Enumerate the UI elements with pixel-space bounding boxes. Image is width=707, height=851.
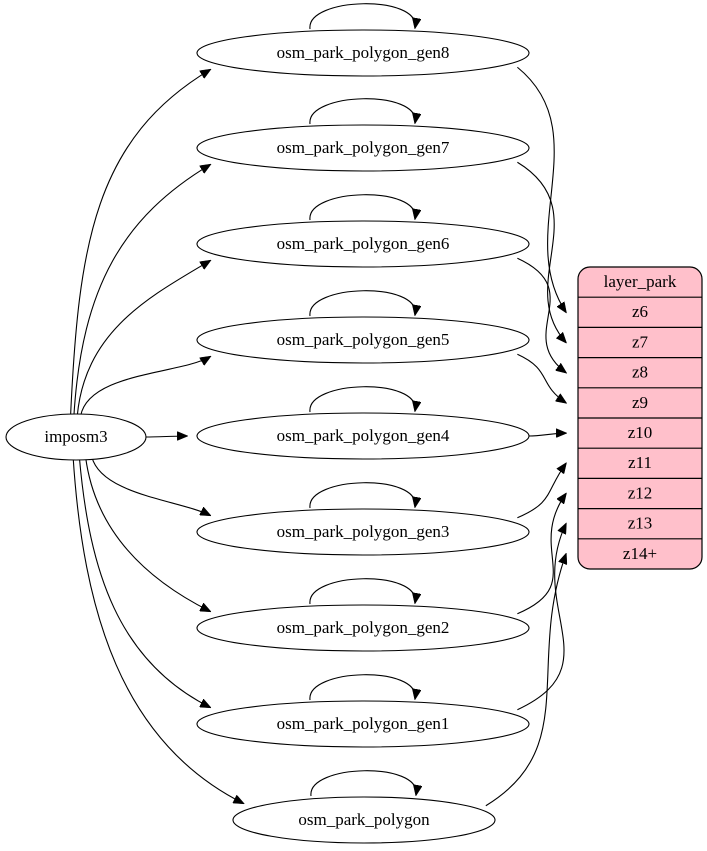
table-row-z13[interactable]: z13 [628,514,653,533]
node-osm-park-polygon-gen3[interactable]: osm_park_polygon_gen3 [196,508,530,556]
node-group-ellipses: osm_park_polygon_gen8 osm_park_polygon_ge… [5,29,530,844]
edge-node-3-to-z9 [517,353,566,403]
node-imposm3-shape [5,413,147,461]
node-osm-park-polygon-gen7-label: osm_park_polygon_gen7 [277,138,450,157]
node-osm-park-polygon-gen2-label: osm_park_polygon_gen2 [277,618,450,637]
node-layer-park-table: layer_park z6 z7 z8 z9 z10 z11 z12 z13 z14+ [577,266,703,570]
table-row-z6[interactable]: z6 [632,302,648,321]
node-osm-park-polygon-gen7-shape [196,124,530,172]
table-row-z9[interactable]: z9 [632,393,648,412]
self-loop-edge [309,578,415,604]
edge-group-node-to-layer [485,66,566,807]
edge-node-0-to-z6 [517,66,566,312]
edge-imposm3-to-node-4 [145,436,187,437]
table-row-z8[interactable]: z8 [632,363,648,382]
self-loop-edge [309,674,415,700]
edge-imposm3-to-node-5 [91,456,210,515]
self-loop-edge [310,770,416,796]
node-osm-park-polygon-gen5-shape [196,316,530,364]
self-loop-edge [309,482,415,508]
edge-node-2-to-z8 [517,257,566,372]
node-osm-park-polygon[interactable]: osm_park_polygon [232,796,496,844]
node-osm-park-polygon-gen2-shape [196,604,530,652]
node-osm-park-polygon-label: osm_park_polygon [298,810,430,829]
layer-park-table-header: layer_park [604,272,677,291]
edge-imposm3-to-node-8 [72,456,243,803]
edge-node-7-to-z13 [517,524,566,711]
node-osm-park-polygon-gen6-label: osm_park_polygon_gen6 [277,234,450,253]
self-loop-edge [309,3,415,29]
node-osm-park-polygon-gen4-label: osm_park_polygon_gen4 [277,426,450,445]
self-loop-edge [309,194,415,220]
node-osm-park-polygon-gen4-shape [196,412,530,460]
node-osm-park-polygon-gen8-shape [196,29,530,77]
table-row-z7[interactable]: z7 [632,332,649,351]
table-row-z12[interactable]: z12 [628,483,653,502]
edge-node-4-to-z10 [528,433,566,436]
edge-node-8-to-z14plus [485,554,566,807]
edge-imposm3-to-node-0 [70,70,211,417]
self-loop-edge [309,290,415,316]
edge-imposm3-to-node-1 [73,165,210,417]
table-row-z11[interactable]: z11 [628,453,652,472]
self-loop-edge [309,386,415,412]
edge-node-1-to-z7 [517,161,566,342]
table-row-z14plus[interactable]: z14+ [623,544,657,563]
edge-node-6-to-z12 [517,494,566,615]
node-osm-park-polygon-gen6[interactable]: osm_park_polygon_gen6 [196,220,530,268]
node-osm-park-polygon-shape [232,796,496,844]
node-osm-park-polygon-gen1-shape [196,700,530,748]
node-osm-park-polygon-gen1[interactable]: osm_park_polygon_gen1 [196,700,530,748]
edge-imposm3-to-node-7 [78,456,210,707]
edge-imposm3-to-node-6 [85,456,211,611]
edge-imposm3-to-node-2 [76,261,210,417]
self-loop-edge [309,98,415,124]
node-osm-park-polygon-gen4[interactable]: osm_park_polygon_gen4 [196,412,530,460]
edge-imposm3-to-node-3 [80,357,211,417]
node-osm-park-polygon-gen6-shape [196,220,530,268]
node-osm-park-polygon-gen7[interactable]: osm_park_polygon_gen7 [196,124,530,172]
node-osm-park-polygon-gen1-label: osm_park_polygon_gen1 [277,714,450,733]
node-imposm3[interactable]: imposm3 [5,413,147,461]
node-osm-park-polygon-gen3-shape [196,508,530,556]
node-osm-park-polygon-gen3-label: osm_park_polygon_gen3 [277,522,450,541]
edge-node-5-to-z11 [517,463,566,519]
table-row-z10[interactable]: z10 [628,423,653,442]
edge-group-imposm3-outgoing [70,70,244,804]
edge-group-self-loops [309,3,416,796]
node-osm-park-polygon-gen8[interactable]: osm_park_polygon_gen8 [196,29,530,77]
node-osm-park-polygon-gen5-label: osm_park_polygon_gen5 [277,330,450,349]
node-osm-park-polygon-gen8-label: osm_park_polygon_gen8 [277,43,450,62]
node-osm-park-polygon-gen5[interactable]: osm_park_polygon_gen5 [196,316,530,364]
node-osm-park-polygon-gen2[interactable]: osm_park_polygon_gen2 [196,604,530,652]
node-imposm3-label: imposm3 [44,427,107,446]
